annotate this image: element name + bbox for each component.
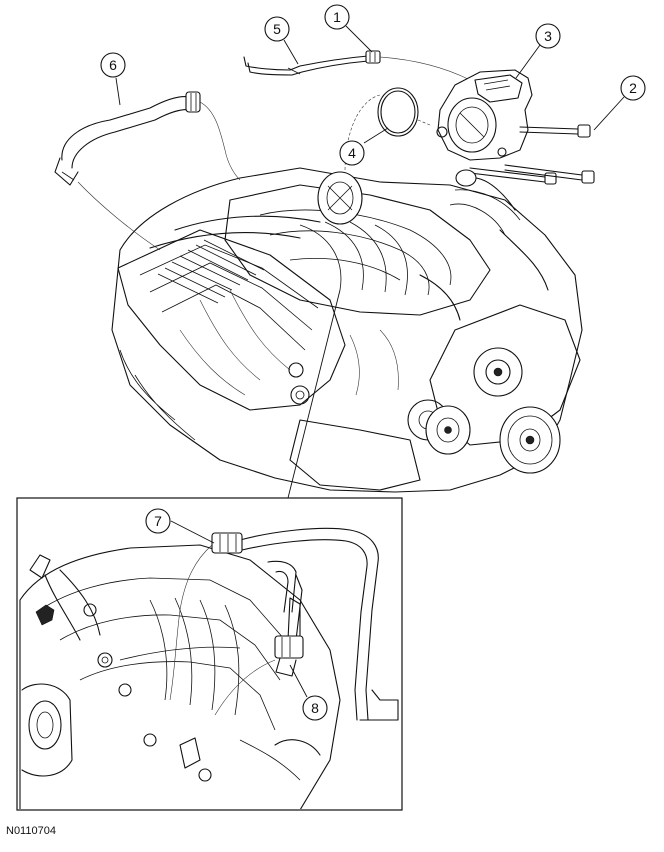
callout-3-label: 3	[544, 28, 552, 44]
detail-leader	[287, 289, 341, 499]
callout-8-label: 8	[311, 700, 319, 716]
throttle-body-gasket	[377, 87, 419, 137]
callout-5: 5	[264, 16, 290, 42]
callout-7-label: 7	[154, 513, 162, 529]
callout-5-label: 5	[273, 21, 281, 37]
install-path-6	[77, 181, 161, 251]
callout-leaders	[115, 25, 625, 698]
throttle-body	[436, 69, 533, 161]
throttle-body-bolts	[469, 124, 595, 185]
callout-2-label: 2	[629, 80, 637, 96]
callout-6-label: 6	[109, 57, 117, 73]
callout-4: 4	[339, 140, 365, 166]
vent-hose	[54, 91, 241, 186]
figure-id: N0110704	[6, 825, 56, 837]
vacuum-fitting	[455, 169, 516, 211]
detail-inset	[16, 497, 403, 811]
callout-1-label: 1	[333, 9, 341, 25]
pcv-tube	[243, 50, 381, 76]
callout-1: 1	[324, 4, 350, 30]
callout-8: 8	[302, 695, 328, 721]
callout-2: 2	[620, 75, 646, 101]
engine-assembly	[111, 167, 583, 493]
callout-7: 7	[145, 508, 171, 534]
callout-4-label: 4	[348, 145, 356, 161]
callout-6: 6	[100, 52, 126, 78]
callout-3: 3	[535, 23, 561, 49]
harness-line	[379, 56, 471, 81]
